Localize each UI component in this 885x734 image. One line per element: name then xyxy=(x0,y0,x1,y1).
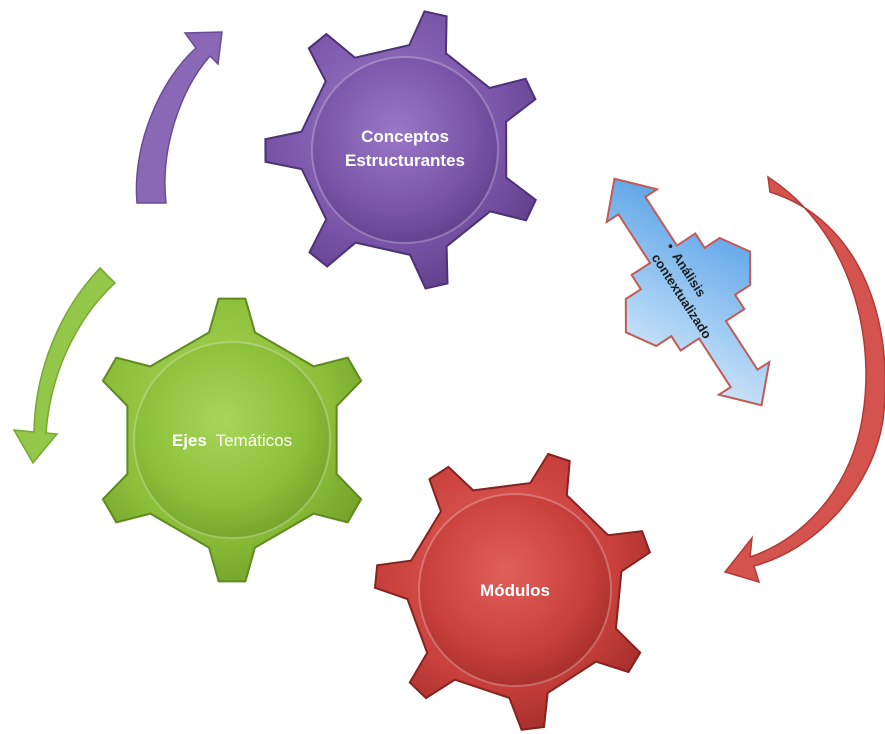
ejes-label-normal: Temáticos xyxy=(216,431,293,450)
cycle-arrows xyxy=(12,31,885,584)
analysis-callout: • Análisis contextualizado xyxy=(605,177,771,407)
ejes-label: Ejes Temáticos xyxy=(172,431,292,450)
modulos-label: Módulos xyxy=(480,581,550,600)
gears xyxy=(101,10,652,731)
purple-cycle-arrow xyxy=(135,31,223,204)
ejes-gear-body xyxy=(133,341,331,539)
red-cycle-arrow xyxy=(723,175,885,584)
conceptos-label-line1: Conceptos xyxy=(361,127,449,146)
double-arrow-shape xyxy=(605,177,771,407)
ejes-label-bold: Ejes xyxy=(172,431,207,450)
modulos-gear-body xyxy=(418,493,612,687)
conceptos-gear-body xyxy=(311,56,499,244)
conceptos-label-line2: Estructurantes xyxy=(345,151,465,170)
green-cycle-arrow xyxy=(12,266,117,465)
ejes-gear xyxy=(101,297,363,583)
conceptos-gear xyxy=(264,10,538,290)
modulos-gear xyxy=(373,452,652,731)
